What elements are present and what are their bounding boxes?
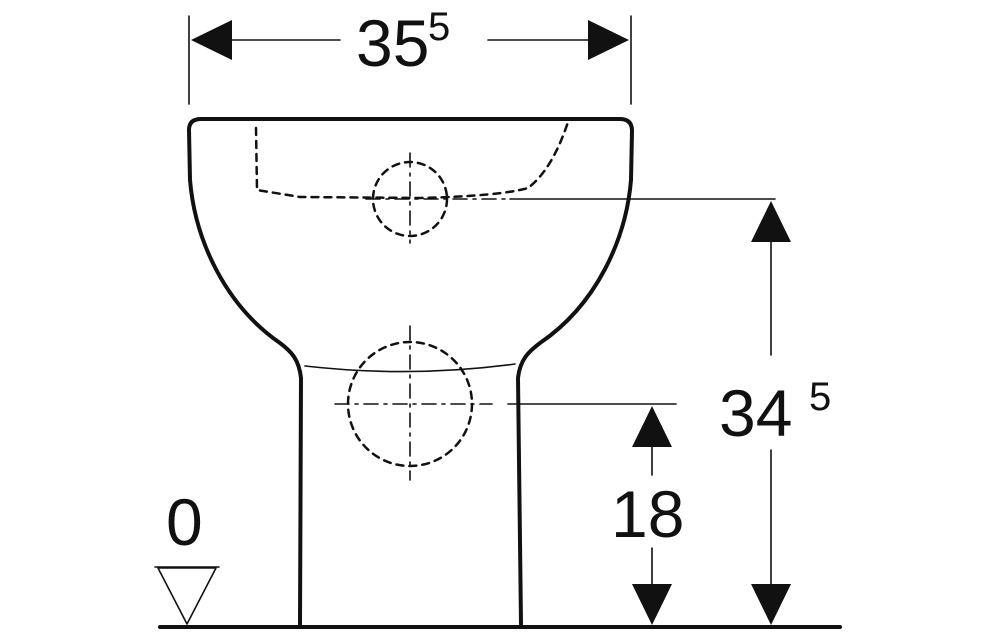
width-value: 35 [356,6,429,80]
floor-level-value: 0 [166,485,203,559]
floor-level-triangle [157,567,217,625]
width-arrow-left [191,20,232,60]
outlet-height-arrow-down [632,584,672,625]
top-height-arrow-down [751,584,791,625]
top-height-arrow-up [751,201,791,242]
width-arrow-right [588,20,629,60]
pedestal-join-line [304,363,516,373]
outlet-height-value: 18 [611,477,684,551]
outlet-height-arrow-up [632,406,672,447]
width-value-superscript: 5 [428,5,450,49]
toilet-bowl-outline [187,117,634,626]
top-height-value-superscript: 5 [809,375,831,419]
hidden-inner-bowl [254,120,570,200]
top-height-value: 34 [719,376,792,450]
